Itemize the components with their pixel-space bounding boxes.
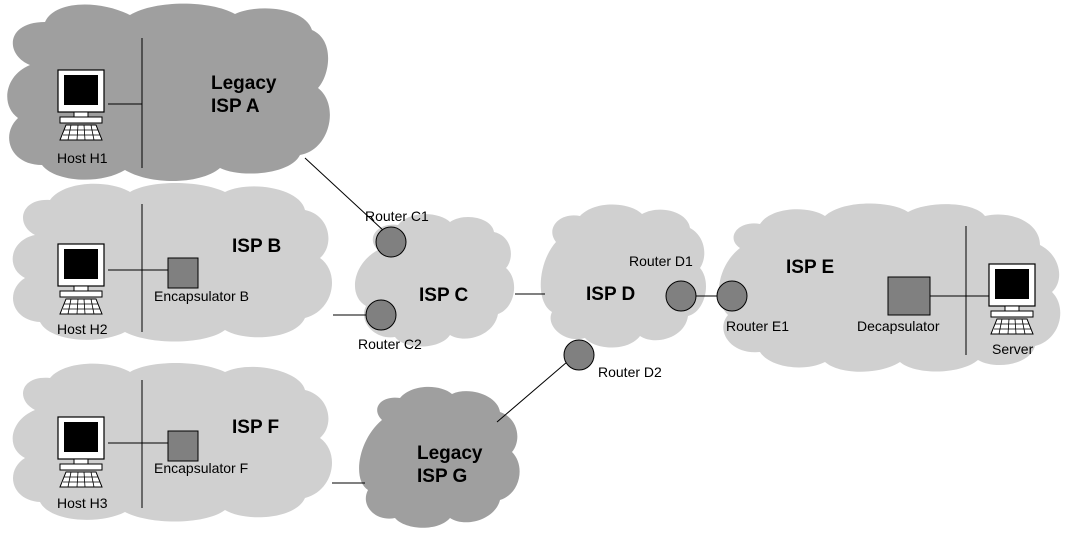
decapsulator: Decapsulator: [857, 276, 940, 334]
encapsulator-b: Encapsulator B: [154, 257, 249, 304]
isp-b-label: ISP B: [232, 236, 281, 257]
encapsulator-b-label: Encapsulator B: [154, 288, 249, 304]
router-icon: [716, 280, 748, 312]
router-d2-label: Router D2: [598, 364, 662, 380]
isp-e-label: ISP E: [786, 257, 834, 278]
host-h2: Host H2: [57, 243, 108, 337]
router-d2: Router D2: [563, 339, 662, 380]
cloud-isp-d: [540, 204, 707, 348]
cloud-isp-a: [7, 3, 330, 182]
router-icon: [665, 280, 697, 312]
computer-icon: [57, 69, 105, 141]
isp-f-label: ISP F: [232, 417, 279, 438]
router-icon: [365, 299, 397, 331]
isp-c-label: ISP C: [419, 285, 469, 306]
isp-d-label: ISP D: [586, 284, 635, 305]
host-h2-label: Host H2: [57, 321, 108, 337]
router-c2: Router C2: [358, 299, 422, 352]
host-h3: Host H3: [57, 416, 108, 511]
computer-icon: [988, 263, 1036, 335]
encapsulator-box: [167, 430, 199, 462]
encapsulator-box: [167, 257, 199, 289]
connection-lines: [304, 157, 717, 484]
decapsulator-box: [887, 276, 931, 316]
cloud-isp-g: [359, 386, 520, 528]
host-h3-label: Host H3: [57, 495, 108, 511]
router-c1-label: Router C1: [365, 208, 429, 224]
host-h1-label: Host H1: [57, 150, 108, 166]
router-e1: Router E1: [716, 280, 789, 334]
isp-g-label-line2: ISP G: [417, 466, 467, 487]
router-d1-label: Router D1: [629, 253, 693, 269]
router-e1-label: Router E1: [726, 318, 789, 334]
computer-icon: [57, 243, 105, 315]
router-d1: Router D1: [629, 253, 697, 312]
host-h1: Host H1: [57, 69, 108, 166]
router-c2-label: Router C2: [358, 336, 422, 352]
encapsulator-f: Encapsulator F: [154, 430, 248, 476]
isp-g-label-line1: Legacy: [417, 443, 483, 464]
encapsulator-f-label: Encapsulator F: [154, 460, 248, 476]
router-icon: [563, 339, 595, 371]
link-d2-ispg: [496, 361, 568, 423]
server-label: Server: [992, 341, 1034, 357]
link-ispa-routerc1: [304, 157, 386, 233]
decapsulator-label: Decapsulator: [857, 318, 940, 334]
server: Server: [988, 263, 1036, 357]
router-c1: Router C1: [365, 208, 429, 258]
router-icon: [375, 226, 407, 258]
isp-a-label-line1: Legacy: [211, 73, 277, 94]
computer-icon: [57, 416, 105, 488]
lan-segments: [108, 38, 992, 508]
isp-a-label-line2: ISP A: [211, 96, 260, 117]
